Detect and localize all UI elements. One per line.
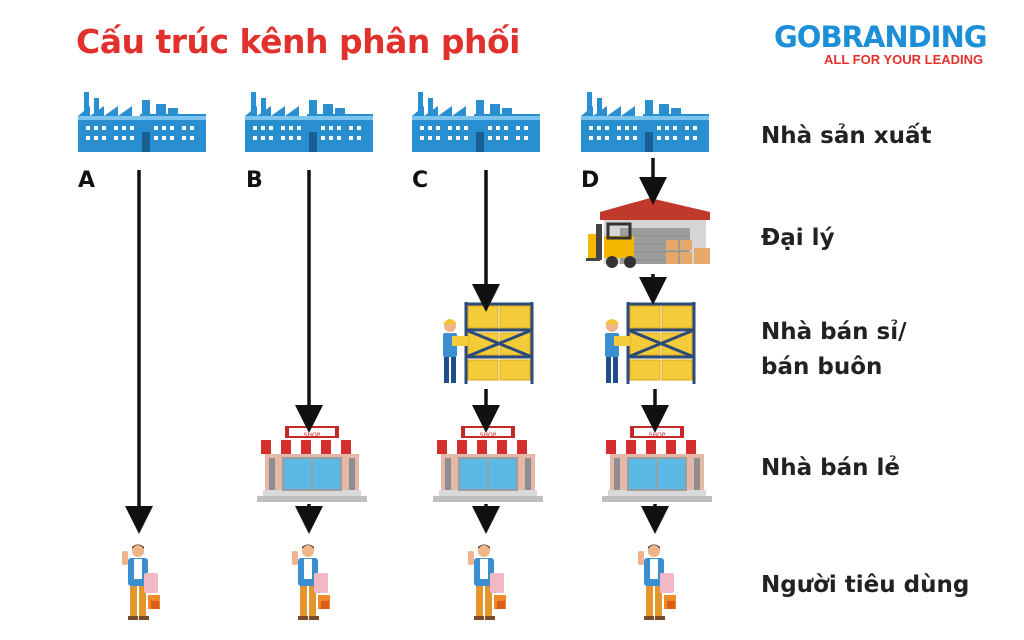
column-label-b: B bbox=[246, 168, 263, 193]
warehouse-icon-d bbox=[584, 196, 712, 270]
factory-icon-c bbox=[412, 92, 540, 152]
column-label-c: C bbox=[412, 168, 429, 193]
factory-icon-b bbox=[245, 92, 373, 152]
row-label-producer: Nhà sản xuất bbox=[761, 123, 932, 149]
shop-sign-d: SHOP bbox=[649, 432, 666, 439]
wholesale-shelf-icon-c bbox=[441, 300, 536, 386]
shop-sign-c: SHOP bbox=[480, 432, 497, 439]
row-label-wholesaler-line2: bán buôn bbox=[761, 354, 883, 380]
column-label-a: A bbox=[78, 168, 96, 193]
row-label-retailer: Nhà bán lẻ bbox=[761, 455, 900, 481]
wholesale-shelf-icon-d bbox=[603, 300, 698, 386]
shopper-icon-d bbox=[638, 544, 676, 620]
logo-tagline: ALL FOR YOUR LEADING bbox=[824, 52, 984, 67]
shopper-icon-c bbox=[468, 544, 506, 620]
shop-sign-b: SHOP bbox=[304, 432, 321, 439]
factory-icon-a bbox=[78, 92, 206, 152]
shopper-icon-a bbox=[122, 544, 160, 620]
page-title: Cấu trúc kênh phân phối bbox=[76, 22, 520, 61]
row-label-agent: Đại lý bbox=[761, 225, 835, 251]
column-label-d: D bbox=[581, 168, 600, 193]
row-label-consumer: Người tiêu dùng bbox=[761, 572, 970, 598]
logo-wordmark: GOBRANDING bbox=[774, 20, 988, 54]
factory-icon-d bbox=[581, 92, 709, 152]
row-label-wholesaler-line1: Nhà bán sỉ/ bbox=[761, 319, 907, 345]
gobranding-logo: GOBRANDING ALL FOR YOUR LEADING bbox=[774, 20, 1004, 70]
shopper-icon-b bbox=[292, 544, 330, 620]
